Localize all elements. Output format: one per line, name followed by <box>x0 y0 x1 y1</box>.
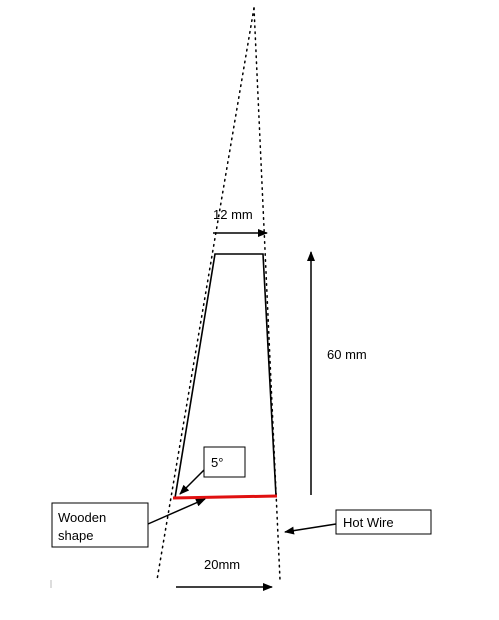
angle-label: 5° <box>211 455 223 470</box>
right-construction-line <box>253 7 281 581</box>
bottom-width-label: 20mm <box>204 557 240 572</box>
hot-wire-label: Hot Wire <box>343 515 394 530</box>
angle-pointer-arrow <box>179 469 205 495</box>
wooden-shape-label-box <box>51 502 149 548</box>
left-construction-line <box>156 7 255 581</box>
height-label: 60 mm <box>327 347 367 362</box>
hot-wire-edge <box>172 494 278 500</box>
top-width-label: 12 mm <box>213 207 253 222</box>
wooden-shape-label-line2: shape <box>58 528 93 543</box>
angle-label-box <box>203 446 246 478</box>
hot-wire-pointer-arrow <box>284 523 337 535</box>
wooden-shape-pointer-arrow <box>147 498 206 525</box>
hot-wire-label-box <box>335 509 432 535</box>
wooden-shape-outline <box>174 253 277 499</box>
wooden-shape-label-line1: Wooden <box>58 510 106 525</box>
